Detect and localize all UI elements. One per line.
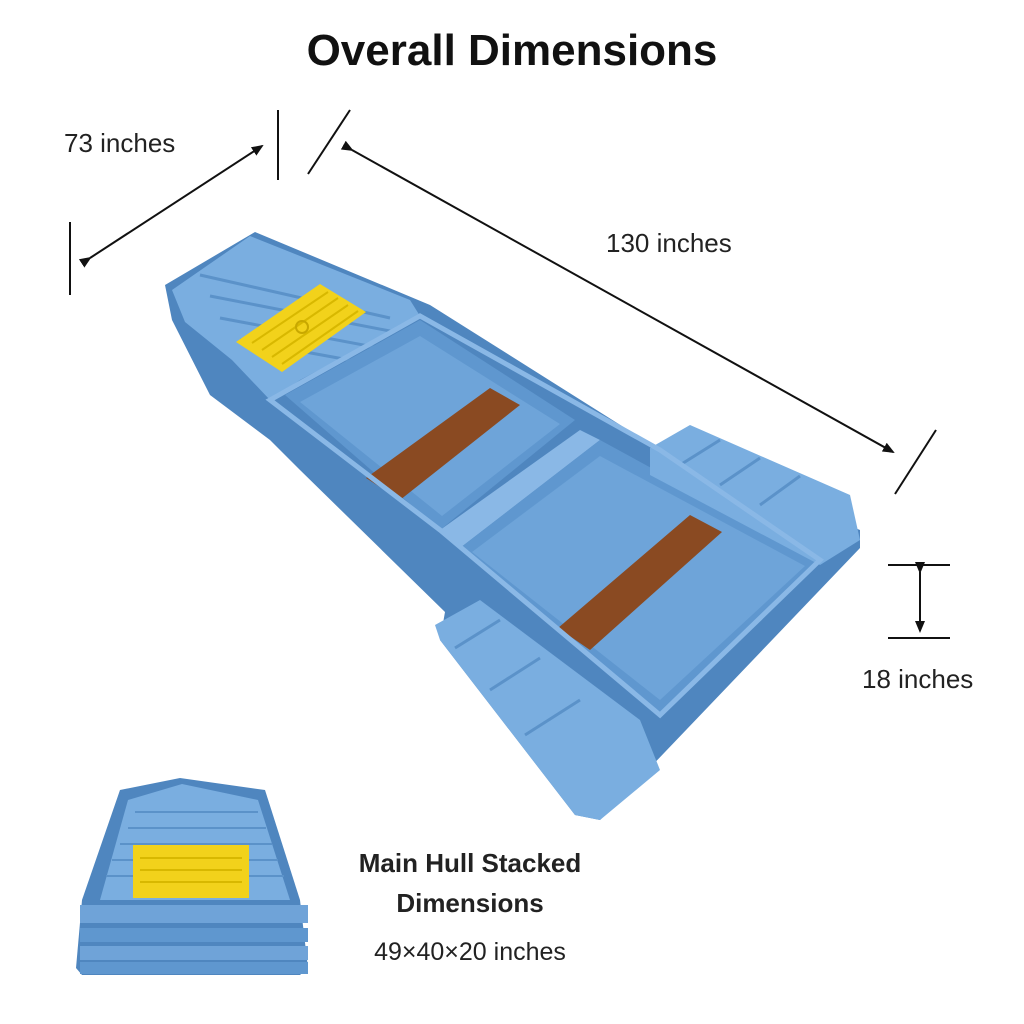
stacked-title-line1: Main Hull Stacked — [358, 848, 582, 878]
hatch-cover — [236, 284, 366, 372]
length-extension-line-bottom — [894, 429, 937, 495]
bench-seat-2 — [558, 515, 722, 650]
bench-seat-1 — [366, 388, 520, 500]
height-dimension-label: 18 inches — [862, 664, 974, 694]
stacked-hatch-cover — [133, 845, 249, 898]
height-dimension — [888, 562, 950, 639]
width-dimension — [69, 110, 279, 295]
stacked-hull-illustration — [76, 778, 308, 975]
width-arrow — [78, 144, 264, 268]
length-dimension — [307, 109, 937, 495]
page-title: Overall Dimensions — [306, 26, 718, 75]
length-extension-line-top — [307, 109, 351, 175]
stacked-dimensions: 49×40×20 inches — [374, 938, 566, 966]
boat-illustration — [165, 232, 860, 820]
stacked-title-line2: Dimensions — [396, 888, 544, 918]
length-arrow — [340, 140, 895, 453]
